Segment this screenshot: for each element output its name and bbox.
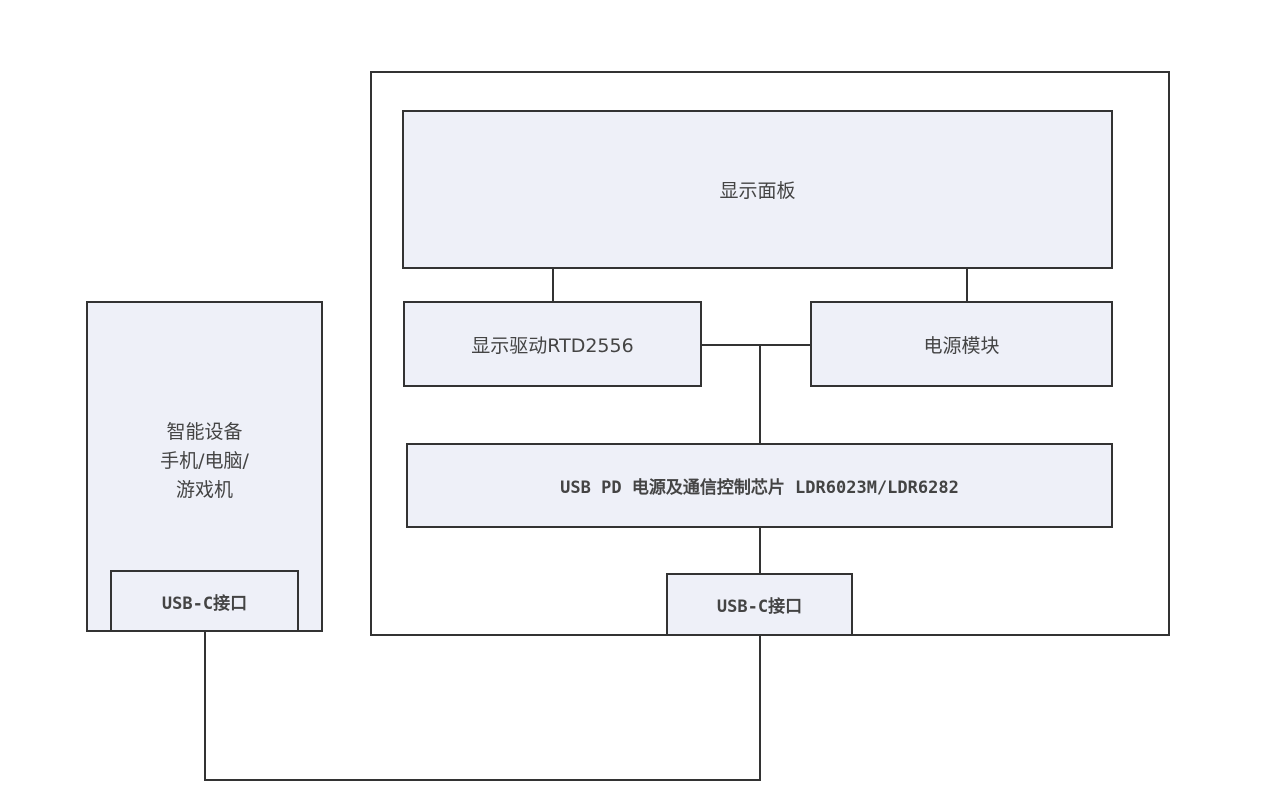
device-usbc-label: USB-C接口 [161, 593, 248, 614]
cable-monitor-down [759, 635, 761, 781]
device-usbc-port: USB-C接口 [110, 570, 299, 632]
connector-bus-pd [759, 344, 761, 443]
cable-bottom [204, 779, 761, 781]
display-panel-label: 显示面板 [719, 180, 796, 202]
connector-panel-driver [552, 268, 554, 301]
connector-panel-power [966, 268, 968, 301]
monitor-usbc-port: USB-C接口 [666, 573, 853, 636]
usb-pd-chip-block: USB PD 电源及通信控制芯片 LDR6023M/LDR6282 [406, 443, 1113, 528]
connector-pd-usbc [759, 527, 761, 573]
device-label-line1: 智能设备 [166, 421, 243, 443]
display-panel-block: 显示面板 [402, 110, 1113, 269]
power-module-block: 电源模块 [810, 301, 1113, 387]
power-module-label: 电源模块 [923, 334, 1000, 357]
device-label-line3: 游戏机 [175, 479, 233, 501]
connector-driver-power [702, 344, 810, 346]
cable-device-down [204, 631, 206, 781]
usb-pd-chip-label: USB PD 电源及通信控制芯片 LDR6023M/LDR6282 [560, 478, 959, 498]
device-label-line2: 手机/电脑/ [160, 450, 249, 472]
display-driver-block: 显示驱动RTD2556 [403, 301, 702, 387]
display-driver-label: 显示驱动RTD2556 [471, 334, 634, 357]
monitor-usbc-label: USB-C接口 [716, 597, 803, 617]
